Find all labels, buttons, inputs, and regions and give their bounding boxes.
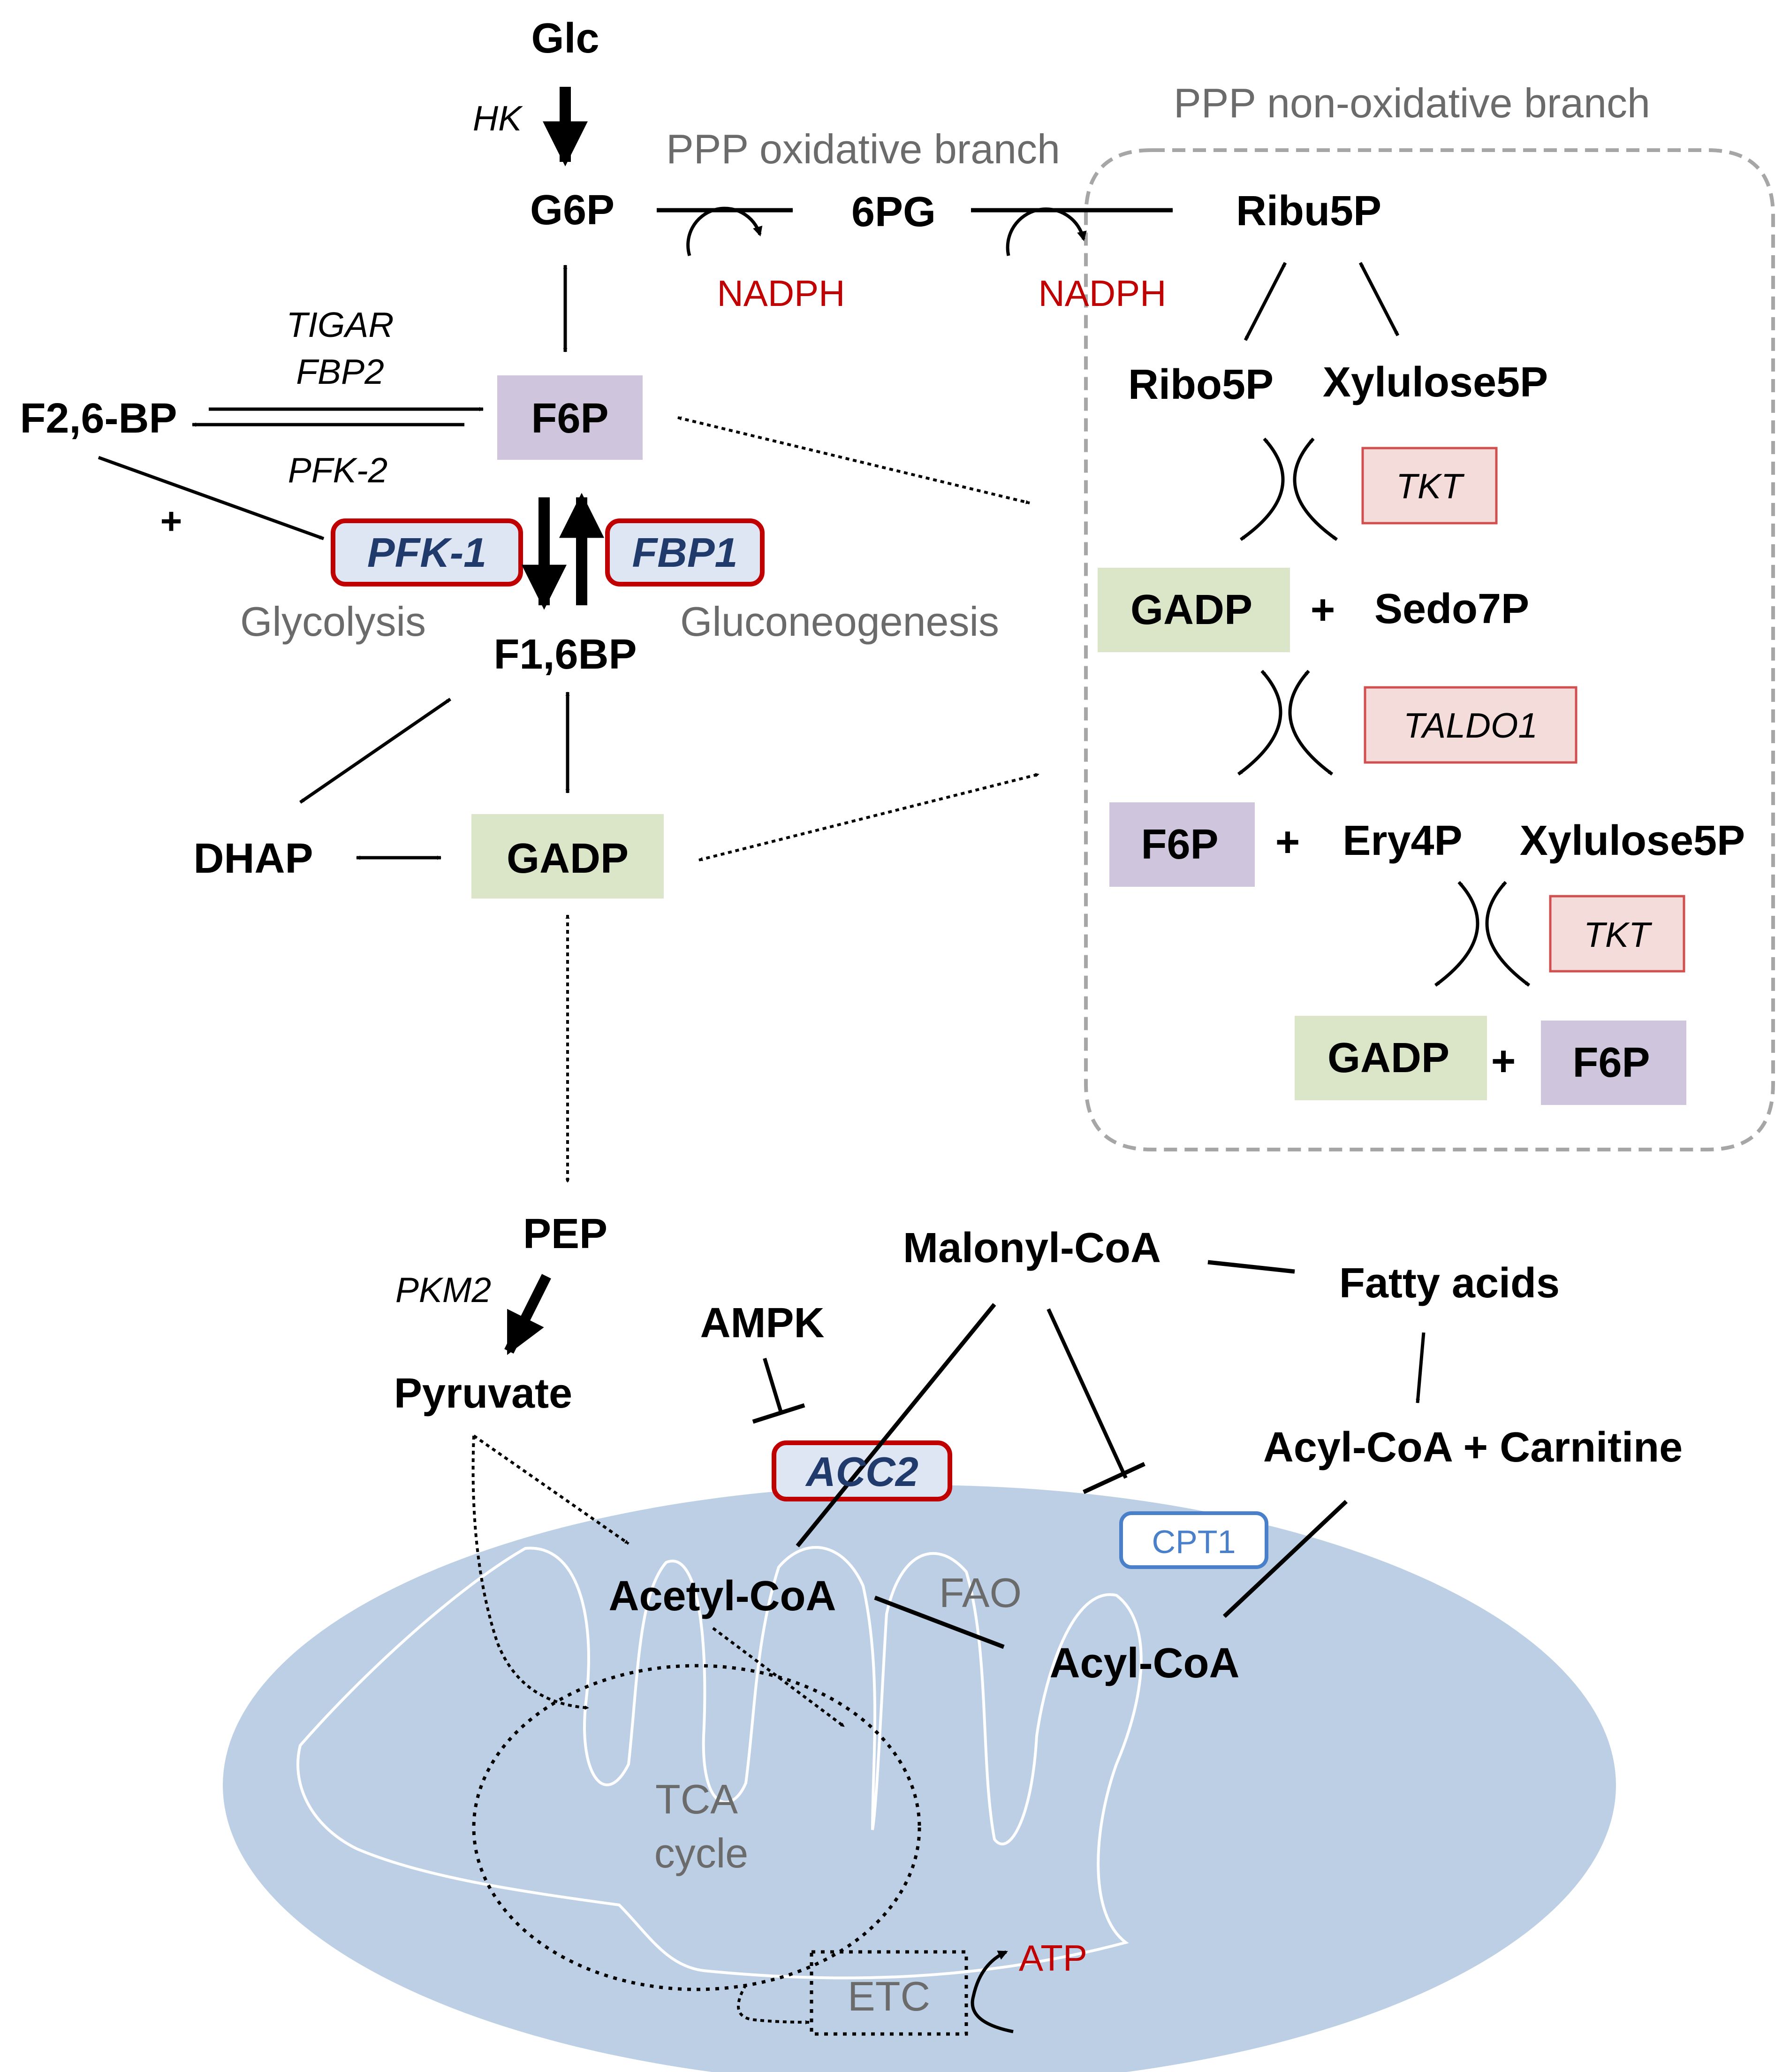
- gadp-ppp-label-2: GADP: [1327, 1035, 1449, 1082]
- mitochondrion-inner-membrane: [296, 1546, 1143, 1980]
- sedo7p-label: Sedo7P: [1374, 586, 1529, 632]
- etc-box: [810, 1950, 968, 2036]
- fbp1-label: FBP1: [632, 529, 738, 576]
- f26bp-plus-sign: +: [160, 500, 182, 542]
- nadph-label-1: NADPH: [717, 273, 845, 314]
- tca-label-line1: TCA: [655, 1776, 738, 1822]
- mitochondrion: [223, 1485, 1616, 2072]
- pfk1-box: [331, 518, 523, 587]
- tigar-label: TIGAR: [286, 305, 394, 344]
- fbp2-label: FBP2: [296, 352, 384, 391]
- etc-label: ETC: [848, 1973, 930, 2019]
- ppp-oxidative-label: PPP oxidative branch: [666, 126, 1060, 172]
- ribu5p-label: Ribu5P: [1236, 188, 1381, 235]
- pkm2-label: PKM2: [395, 1270, 491, 1310]
- acc2-box: [772, 1440, 952, 1501]
- gadp-box-glycolysis: [471, 814, 664, 899]
- fbp1-box: [605, 518, 765, 587]
- dhap-label: DHAP: [193, 835, 313, 882]
- pep-label: PEP: [523, 1211, 607, 1257]
- f6p-box-ppp-1: [1109, 802, 1255, 887]
- f6p-ppp-label-2: F6P: [1572, 1039, 1650, 1086]
- pyruvate-label: Pyruvate: [394, 1370, 572, 1417]
- gadp-box-ppp-2: [1295, 1016, 1487, 1100]
- enzyme-labels: HK TIGAR FBP2 PFK-2 PKM2 TKT TALDO1 TKT: [286, 99, 1653, 1310]
- gadp-ppp-label-1: GADP: [1130, 587, 1252, 633]
- f6p-label: F6P: [531, 395, 608, 442]
- ppp-non-oxidative-box: [1084, 148, 1775, 1151]
- xylulose5p-label-1: Xylulose5P: [1323, 359, 1548, 406]
- acetyl-coa-label: Acetyl-CoA: [608, 1573, 836, 1620]
- tca-cycle-ring: [472, 1664, 921, 1991]
- nadph-label-2: NADPH: [1038, 273, 1166, 314]
- malonyl-coa-label: Malonyl-CoA: [903, 1225, 1161, 1272]
- acyl-coa-label: Acyl-CoA: [1049, 1640, 1239, 1687]
- acyl-coa-carnitine-label: Acyl-CoA + Carnitine: [1263, 1424, 1683, 1471]
- metabolite-labels: Glc G6P 6PG Ribu5P F6P F2,6-BP F1,6BP DH…: [20, 15, 1745, 1687]
- f6p-box-ppp-2: [1541, 1021, 1686, 1105]
- cofactor-labels: NADPH NADPH ATP: [717, 273, 1166, 1979]
- ampk-label: AMPK: [700, 1300, 825, 1347]
- plus-1: +: [1311, 587, 1335, 633]
- cpt1-box: [1119, 1511, 1268, 1569]
- ribo5p-label: Ribo5P: [1128, 361, 1274, 408]
- 6pg-label: 6PG: [851, 189, 936, 236]
- xylulose5p-label-2: Xylulose5P: [1520, 817, 1745, 864]
- f16bp-label: F1,6BP: [493, 631, 637, 678]
- f6p-box: [497, 375, 643, 460]
- mitochondrion-outer-membrane: [223, 1485, 1616, 2072]
- pathway-labels: PPP oxidative branch PPP non-oxidative b…: [240, 80, 1650, 2019]
- tkt-label-2: TKT: [1584, 915, 1653, 954]
- pfk2-label: PFK-2: [288, 450, 388, 490]
- f6p-ppp-label-1: F6P: [1141, 821, 1218, 868]
- acc2-label: ACC2: [805, 1448, 918, 1495]
- gadp-label: GADP: [507, 835, 629, 882]
- g6p-label: G6P: [530, 187, 614, 234]
- fatty-acids-label: Fatty acids: [1339, 1260, 1560, 1307]
- tkt-label-1: TKT: [1396, 466, 1465, 506]
- gadp-box-ppp-1: [1098, 568, 1290, 652]
- glc-label: Glc: [531, 15, 599, 62]
- atp-label: ATP: [1019, 1937, 1087, 1979]
- ery4p-label: Ery4P: [1342, 817, 1462, 864]
- gluconeogenesis-label: Gluconeogenesis: [680, 598, 999, 645]
- hk-label: HK: [473, 99, 523, 138]
- fao-label: FAO: [939, 1569, 1022, 1616]
- key-enzyme-labels: PFK-1 FBP1 ACC2: [367, 529, 918, 1495]
- plus-3: +: [1491, 1038, 1516, 1085]
- tca-label-line2: cycle: [654, 1830, 749, 1876]
- glycolysis-label: Glycolysis: [240, 598, 426, 645]
- tkt-box-1: [1361, 447, 1498, 525]
- taldo1-box: [1364, 686, 1578, 764]
- tkt-box-2: [1549, 895, 1685, 973]
- reaction-arrows: [98, 87, 1531, 2034]
- taldo1-label: TALDO1: [1403, 706, 1538, 745]
- pfk1-label: PFK-1: [367, 529, 486, 576]
- plus-2: +: [1275, 819, 1300, 866]
- ppp-non-oxidative-label: PPP non-oxidative branch: [1174, 80, 1650, 126]
- f26bp-label: F2,6-BP: [20, 395, 177, 442]
- cpt1-label: CPT1: [1152, 1524, 1236, 1560]
